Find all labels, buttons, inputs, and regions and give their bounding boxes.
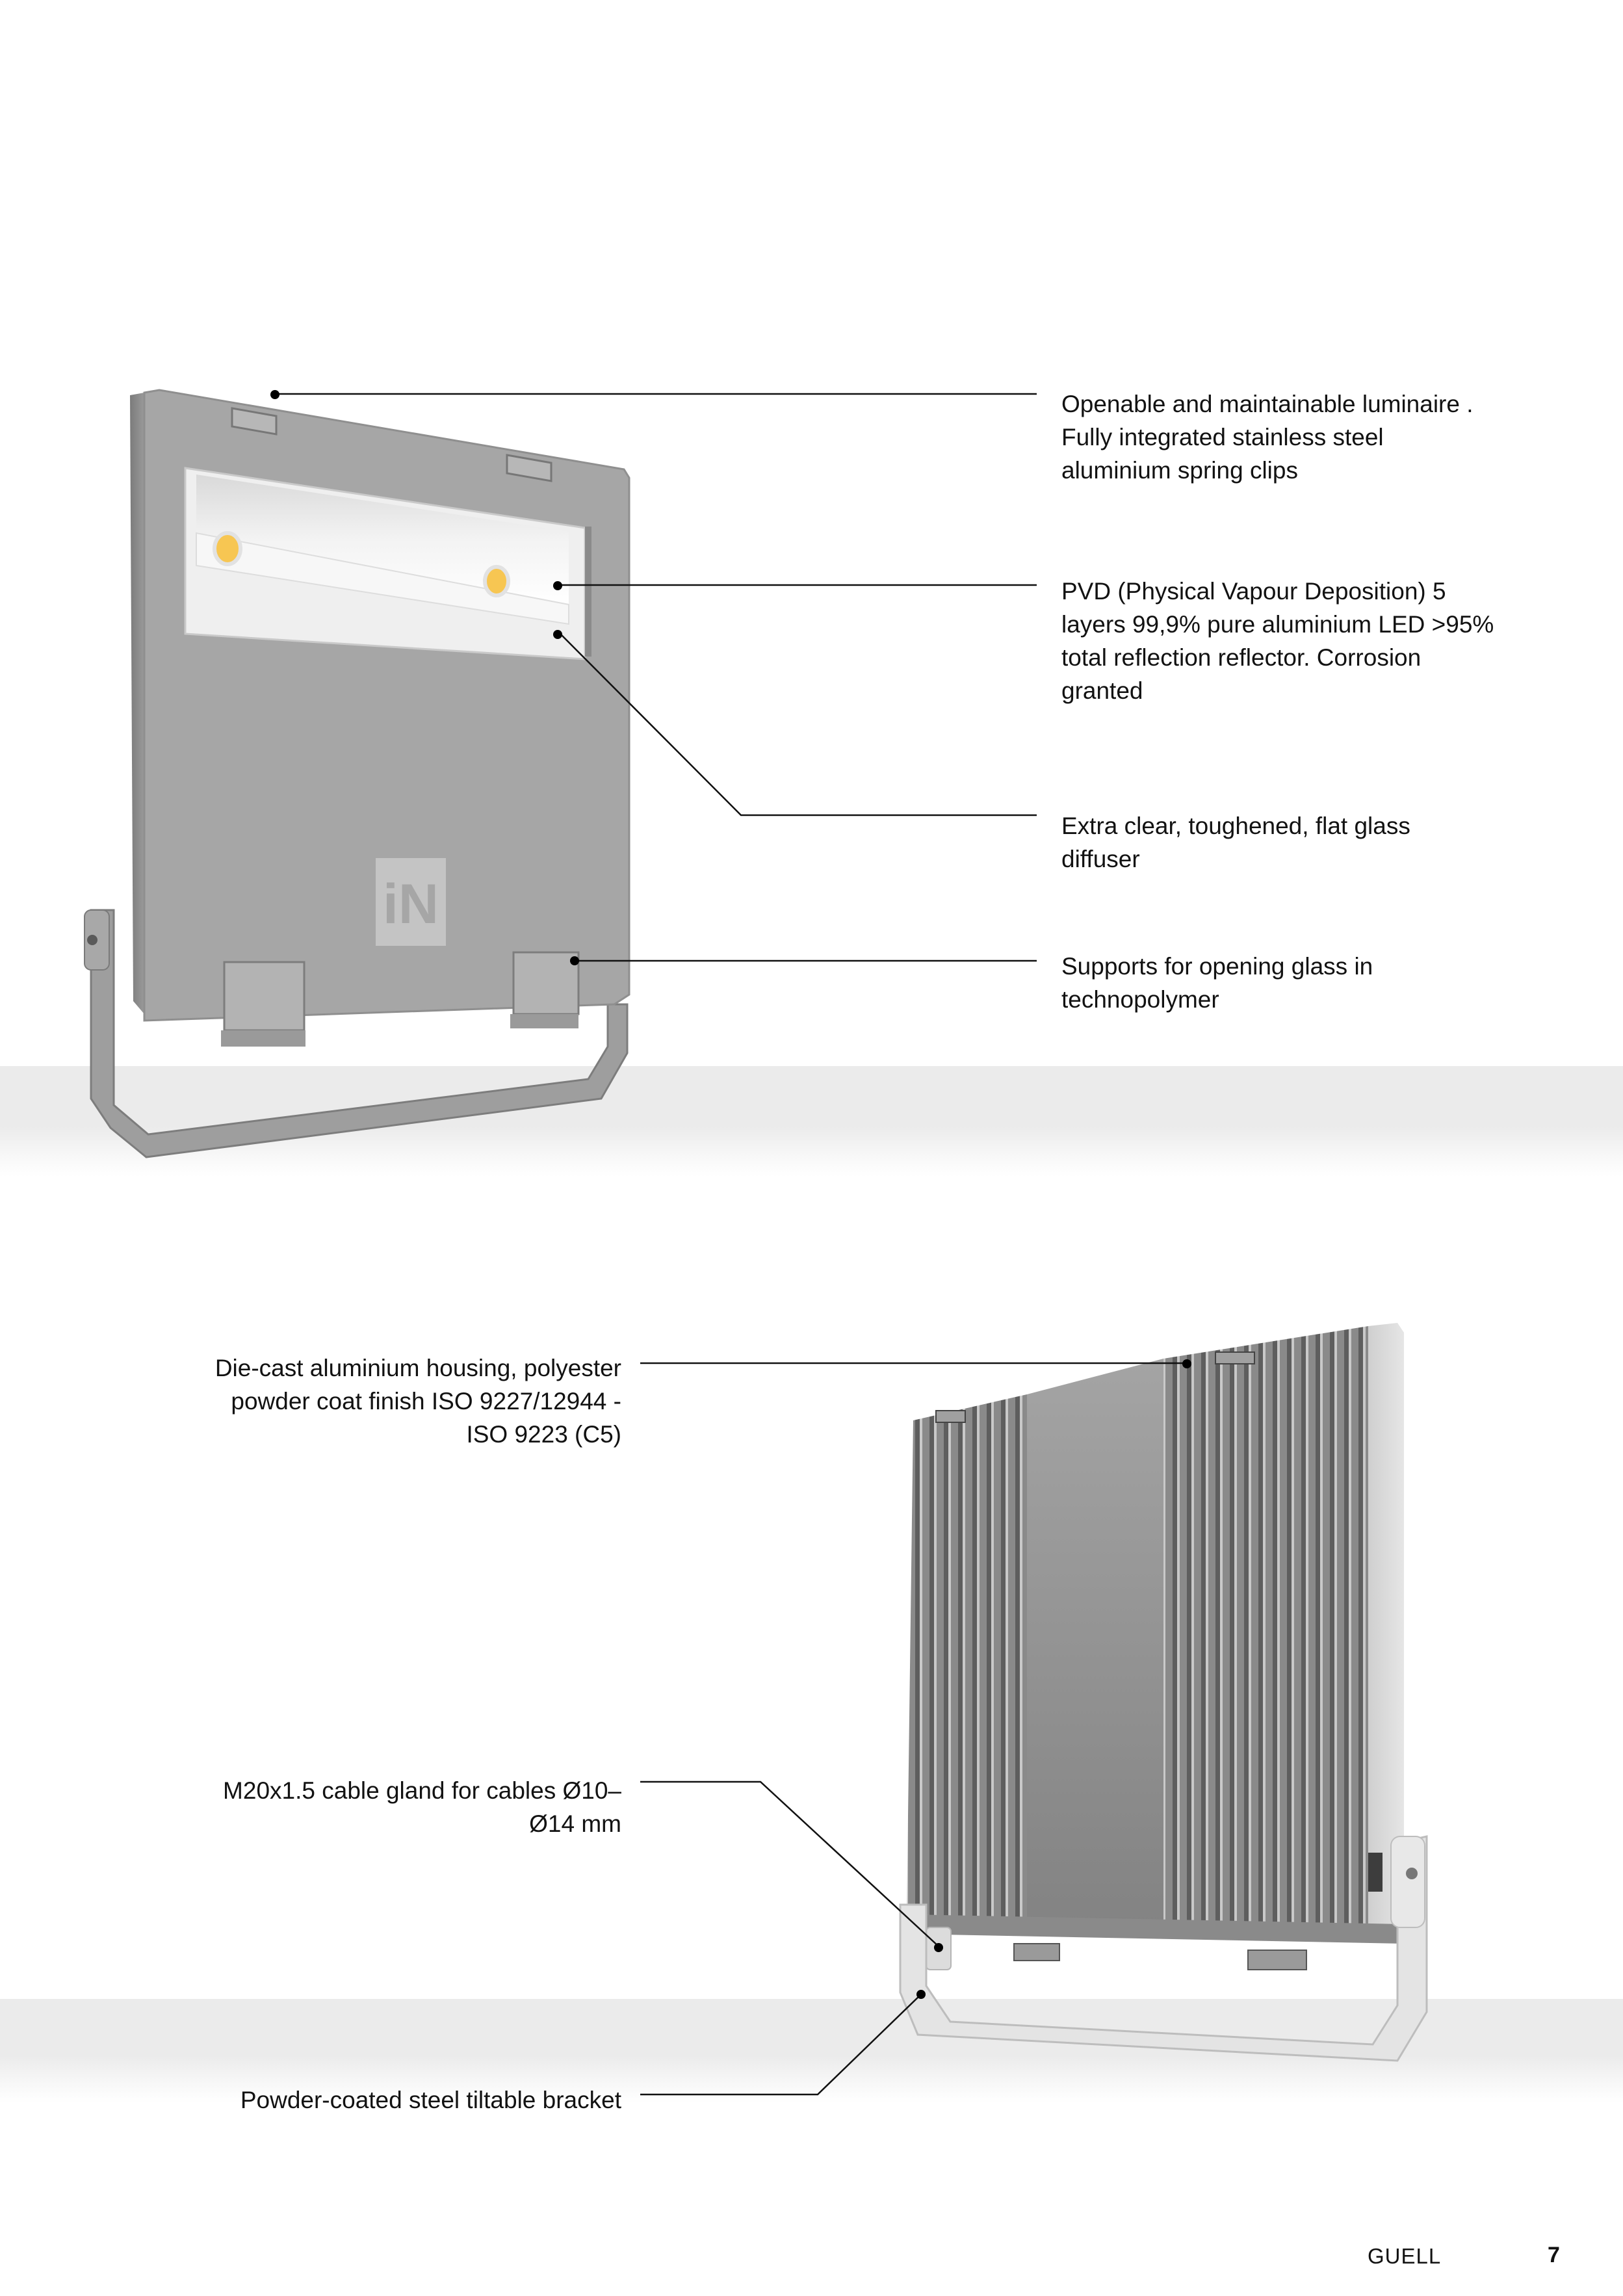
rear-top-clip-left [935, 1410, 966, 1423]
front-bracket [90, 909, 629, 1158]
housing-side [130, 393, 144, 1014]
callout-line: technopolymer [1061, 986, 1219, 1013]
glass-support-right-foot [510, 1014, 578, 1028]
callout-spring-clips: Openable and maintainable luminaire . Fu… [1061, 387, 1474, 487]
callout-line: layers 99,9% pure aluminium LED >95% [1061, 611, 1494, 638]
callout-line: diffuser [1061, 846, 1140, 872]
housing-center-panel [1027, 1359, 1163, 1924]
callout-line: Powder-coated steel tiltable bracket [240, 2087, 621, 2113]
led-board [196, 532, 569, 625]
callout-dot [570, 956, 579, 965]
glass-support-right [512, 951, 580, 1015]
callout-line: granted [1061, 677, 1143, 704]
pivot-screw-icon [1406, 1868, 1418, 1879]
callout-dot [553, 581, 562, 590]
callout-line: powder coat finish ISO 9227/12944 - [231, 1388, 621, 1415]
rear-bracket-pivot [1390, 1836, 1425, 1928]
callout-glass-diffuser: Extra clear, toughened, flat glass diffu… [1061, 809, 1410, 876]
callout-line: M20x1.5 cable gland for cables Ø10– [223, 1777, 621, 1804]
rear-latch-left [1013, 1943, 1060, 1961]
reflector [196, 475, 569, 605]
callout-line: aluminium spring clips [1061, 457, 1298, 484]
led-chip-2 [483, 565, 510, 597]
callout-glass-supports: Supports for opening glass in technopoly… [1061, 950, 1373, 1016]
callout-bracket: Powder-coated steel tiltable bracket [240, 2083, 621, 2117]
callout-line: PVD (Physical Vapour Deposition) 5 [1061, 578, 1446, 605]
rear-latch-right [1247, 1950, 1307, 1970]
front-luminaire: iN [84, 389, 630, 1158]
callout-dot [270, 390, 279, 399]
pivot-screw-icon [87, 935, 97, 945]
rear-top-clip-right [1215, 1351, 1255, 1364]
callout-cable-gland: M20x1.5 cable gland for cables Ø10– Ø14 … [223, 1774, 621, 1840]
leader-dots [270, 390, 1191, 1999]
callout-dot [916, 1990, 926, 1999]
callout-line: Supports for opening glass in [1061, 953, 1373, 980]
callout-line: ISO 9223 (C5) [466, 1421, 621, 1448]
window-edge [585, 527, 591, 657]
housing-side-right [1368, 1323, 1404, 1934]
callout-line: total reflection reflector. Corrosion [1061, 644, 1422, 671]
leader-lines [273, 393, 1186, 2096]
callout-line: Die-cast aluminium housing, polyester [214, 1355, 621, 1381]
callout-dot [1182, 1359, 1191, 1368]
page-number: 7 [1548, 2243, 1560, 2267]
rear-bracket-slot [1368, 1853, 1383, 1892]
leader-bracket [640, 1994, 922, 2096]
callout-line: Openable and maintainable luminaire . [1061, 391, 1474, 417]
rear-luminaire [899, 1323, 1428, 2062]
footer-brand: GUELL [1368, 2244, 1442, 2268]
callout-housing: Die-cast aluminium housing, polyester po… [215, 1351, 621, 1451]
top-clip-right [506, 454, 552, 482]
logo-text: iN [383, 873, 439, 935]
led-chip-1 [213, 531, 242, 566]
glass-support-left [223, 961, 305, 1032]
logo-plate [376, 858, 446, 946]
top-clip-left [231, 407, 278, 436]
leader-glass-diffuser [560, 633, 1037, 816]
leader-cable-gland [640, 1781, 940, 1948]
callout-dot [934, 1943, 943, 1952]
callout-line: Ø14 mm [529, 1810, 621, 1837]
callout-line: Extra clear, toughened, flat glass [1061, 813, 1410, 839]
glass-support-left-foot [221, 1030, 305, 1047]
callout-dot [553, 630, 562, 639]
fin-bank-left [907, 1394, 1027, 1918]
callout-reflector: PVD (Physical Vapour Deposition) 5 layer… [1061, 575, 1494, 707]
housing-bottom-rail [907, 1914, 1404, 1944]
fin-bank-right [1163, 1326, 1368, 1927]
callout-line: Fully integrated stainless steel [1061, 424, 1384, 450]
